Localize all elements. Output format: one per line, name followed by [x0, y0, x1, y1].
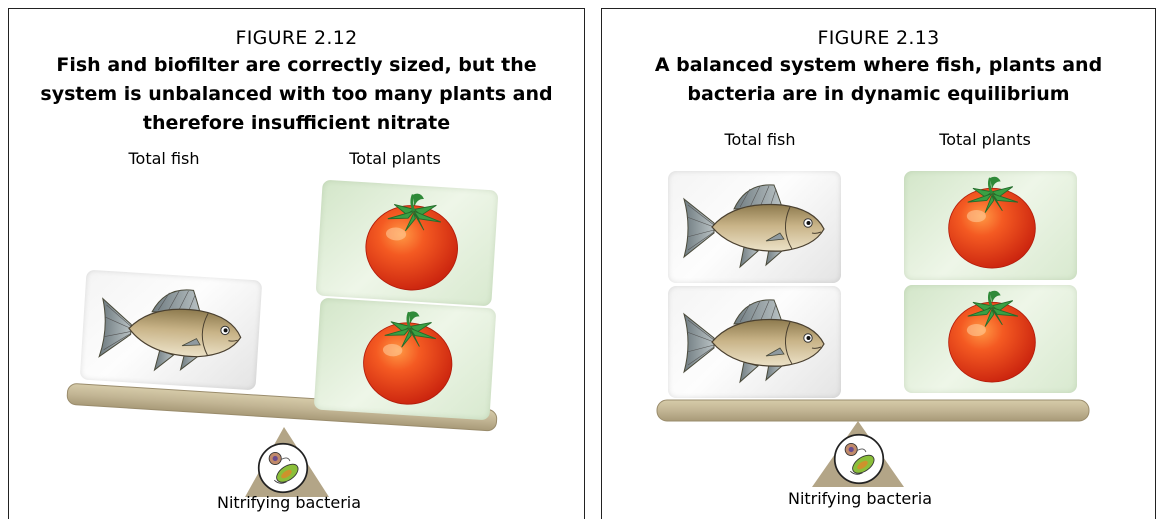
- tomato-icon: [314, 298, 497, 421]
- fish-icon: [80, 270, 263, 391]
- plant-card-top: [316, 180, 499, 307]
- total-fish-label: Total fish: [690, 130, 830, 149]
- fish-icon: [668, 171, 841, 283]
- plant-card-top: [904, 171, 1077, 280]
- figure-panel-right: FIGURE 2.13 A balanced system where fish…: [601, 8, 1156, 519]
- nitrifying-bacteria-icon: [835, 435, 884, 484]
- fish-icon: [668, 286, 841, 398]
- figure-panel-left: FIGURE 2.12 Fish and biofilter are corre…: [8, 8, 585, 519]
- total-plants-label: Total plants: [915, 130, 1055, 149]
- plant-card-bottom: [314, 298, 497, 421]
- nitrifying-bacteria-icon: [259, 444, 308, 493]
- fish-card: [80, 270, 263, 391]
- figure-label: FIGURE 2.13: [602, 27, 1155, 49]
- fish-card-bottom: [668, 286, 841, 398]
- tomato-icon: [316, 180, 499, 307]
- nitrifying-bacteria-label: Nitrifying bacteria: [189, 493, 389, 512]
- nitrifying-bacteria-label: Nitrifying bacteria: [760, 489, 960, 508]
- plant-card-bottom: [904, 285, 1077, 393]
- fulcrum: [812, 421, 904, 487]
- tomato-icon: [904, 171, 1077, 280]
- balance-beam: [657, 400, 1089, 421]
- tomato-icon: [904, 285, 1077, 393]
- balance-scale: [9, 9, 585, 519]
- fish-card-top: [668, 171, 841, 283]
- figure-title: A balanced system where fish, plants and…: [642, 51, 1115, 109]
